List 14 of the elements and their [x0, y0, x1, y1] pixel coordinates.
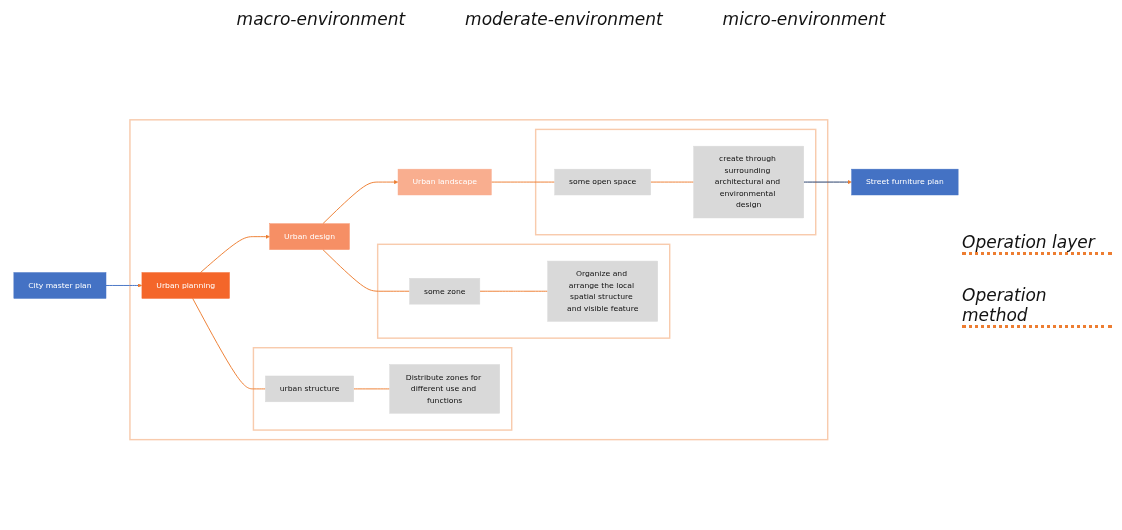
- cluster: [534, 128, 817, 236]
- connector: [490, 181, 556, 183]
- connector: [322, 249, 411, 292]
- column-label: micro-environment: [722, 9, 886, 29]
- column-label: macro-environment: [236, 9, 406, 29]
- row-label: Operation method: [962, 285, 1112, 328]
- cluster: [252, 347, 513, 432]
- connector: [479, 291, 549, 292]
- cluster: [376, 243, 671, 340]
- row-label: Operation layer: [962, 232, 1112, 255]
- cluster: [129, 119, 829, 441]
- column-label: moderate-environment: [465, 9, 663, 29]
- connector: [353, 388, 391, 390]
- connector: [192, 298, 266, 390]
